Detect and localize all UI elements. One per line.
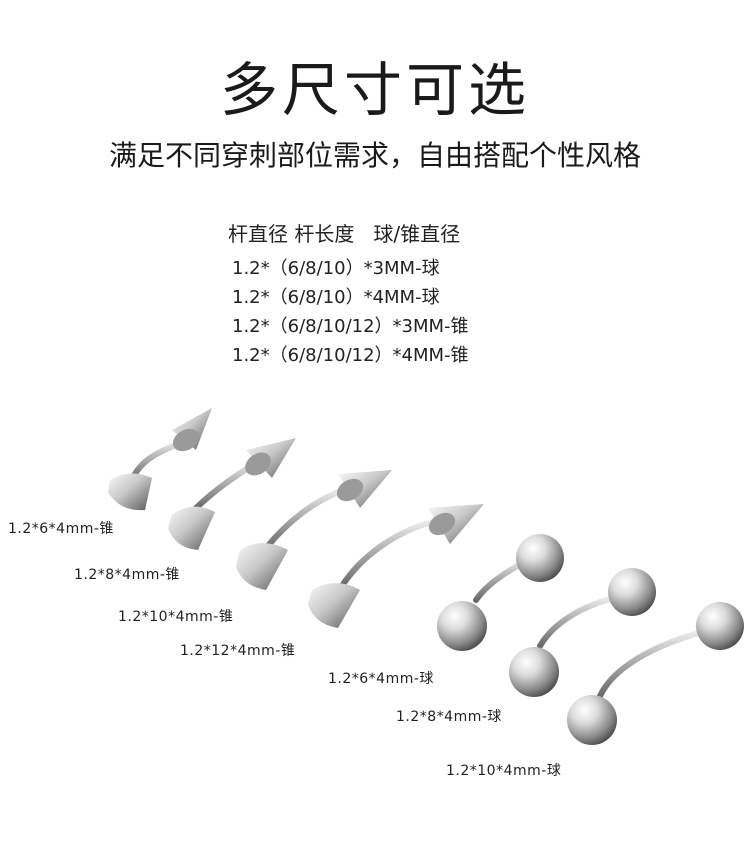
spec-line: 1.2*（6/8/10/12）*4MM-锥 (232, 345, 469, 366)
product-label: 1.2*12*4mm-锥 (180, 643, 296, 659)
product-illustration (108, 408, 744, 745)
product-label: 1.2*8*4mm-锥 (74, 567, 180, 583)
product-gallery: 1.2*6*4mm-锥 1.2*8*4mm-锥 1.2*10*4mm-锥 1.2… (0, 390, 750, 842)
product-label: 1.2*6*4mm-球 (328, 671, 434, 687)
page-title: 多尺寸可选 (219, 56, 530, 124)
page-subtitle: 满足不同穿刺部位需求，自由搭配个性风格 (108, 139, 641, 172)
ball-barbell-10mm (567, 602, 744, 745)
product-label: 1.2*10*4mm-球 (446, 763, 562, 779)
spike-barbell-6mm (108, 408, 212, 511)
spec-list: 1.2*（6/8/10）*3MM-球 1.2*（6/8/10）*4MM-球 1.… (232, 254, 469, 370)
product-label: 1.2*10*4mm-锥 (118, 609, 234, 625)
spec-line: 1.2*（6/8/10/12）*3MM-锥 (232, 316, 469, 337)
spike-barbell-8mm (168, 438, 296, 550)
spec-line: 1.2*（6/8/10）*3MM-球 (232, 258, 440, 279)
spec-header: 杆直径 杆长度 球/锥直径 (228, 222, 461, 246)
spike-barbell-10mm (236, 470, 392, 590)
ball-barbell-6mm (437, 534, 564, 651)
ball-barbell-8mm (509, 568, 656, 697)
spec-line: 1.2*（6/8/10）*4MM-球 (232, 287, 440, 308)
product-label: 1.2*6*4mm-锥 (8, 521, 114, 537)
product-label: 1.2*8*4mm-球 (396, 709, 502, 725)
spike-barbell-12mm (308, 504, 484, 628)
